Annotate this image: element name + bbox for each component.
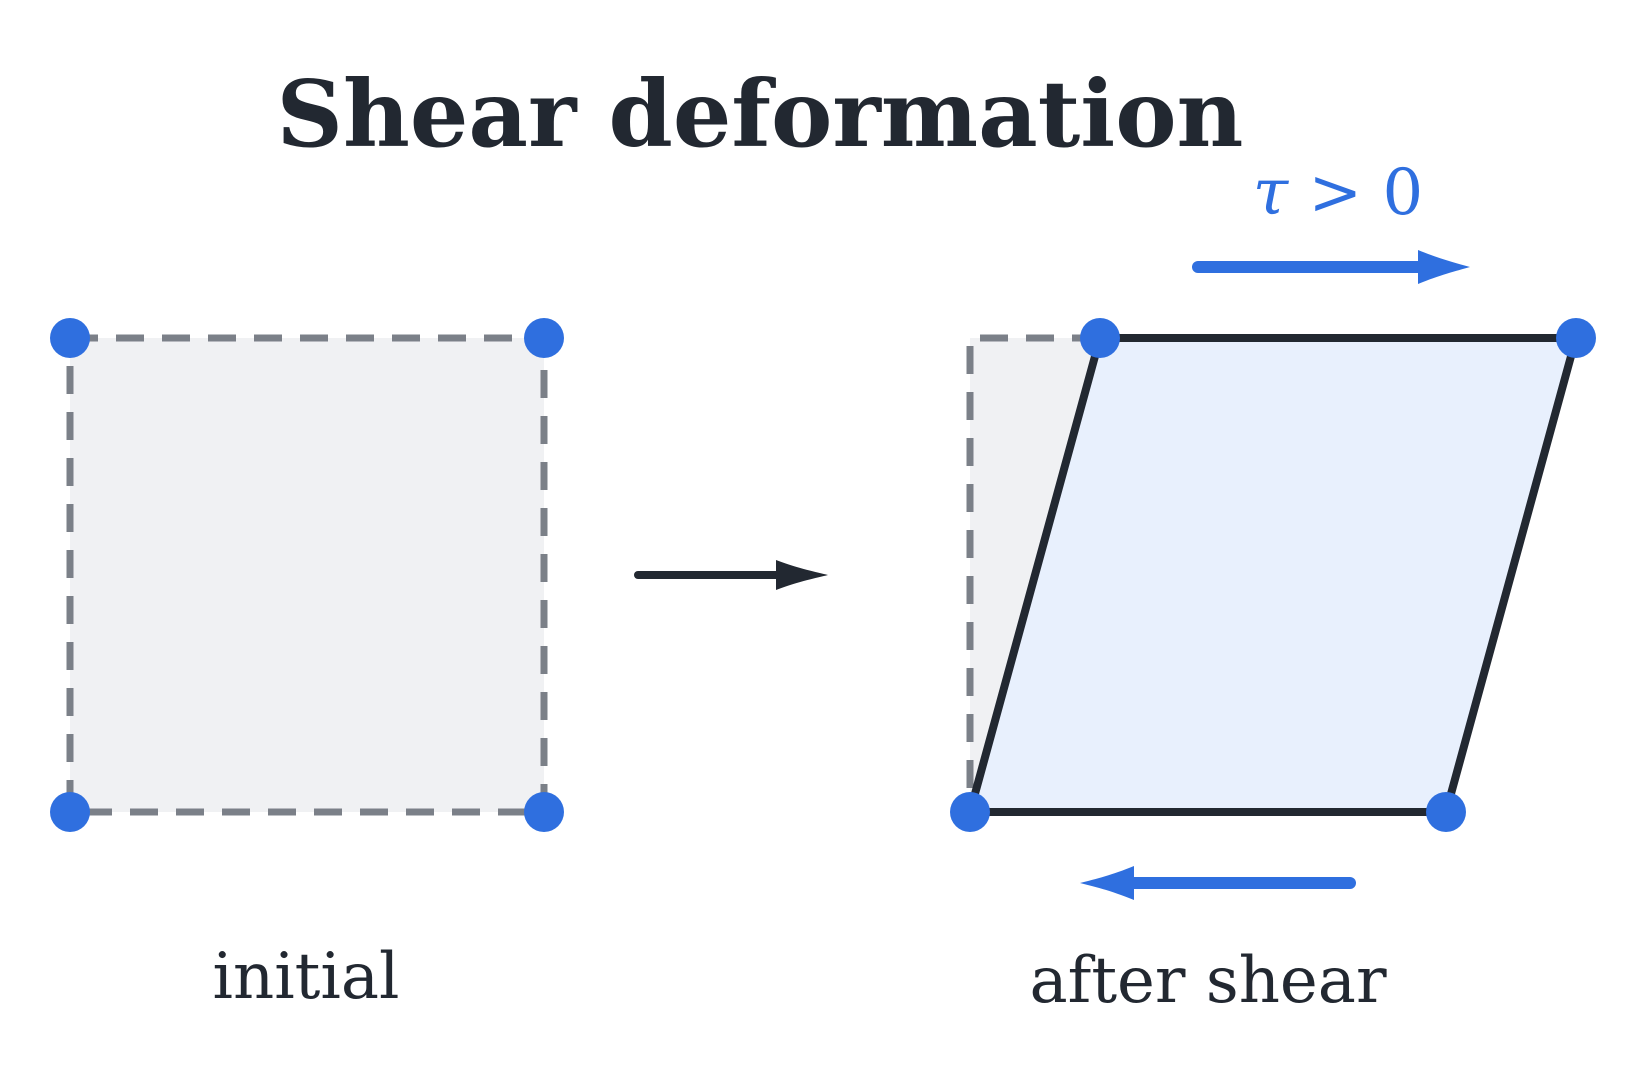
top-shear-right-arrow-icon: [1192, 250, 1470, 284]
vertex-dot-icon: [950, 792, 990, 832]
vertex-dot-icon: [524, 318, 564, 358]
vertex-dot-icon: [50, 318, 90, 358]
shear-stress-label: τ > 0: [1253, 156, 1423, 230]
bottom-shear-left-arrow-icon: [1080, 866, 1356, 900]
stress-relation: > 0: [1288, 156, 1423, 230]
vertex-dot-icon: [1556, 318, 1596, 358]
initial-caption: initial: [213, 940, 400, 1014]
tau-symbol: τ: [1253, 156, 1290, 230]
after-shear-caption: after shear: [1029, 944, 1386, 1018]
vertex-dot-icon: [1426, 792, 1466, 832]
initial-square: [66, 334, 548, 816]
vertex-dot-icon: [50, 792, 90, 832]
vertex-dot-icon: [1080, 318, 1120, 358]
vertex-dot-icon: [524, 792, 564, 832]
initial-element: [50, 318, 564, 832]
right-arrow-icon: [634, 560, 828, 590]
diagram-title: Shear deformation: [277, 60, 1244, 168]
sheared-element: [950, 318, 1596, 832]
